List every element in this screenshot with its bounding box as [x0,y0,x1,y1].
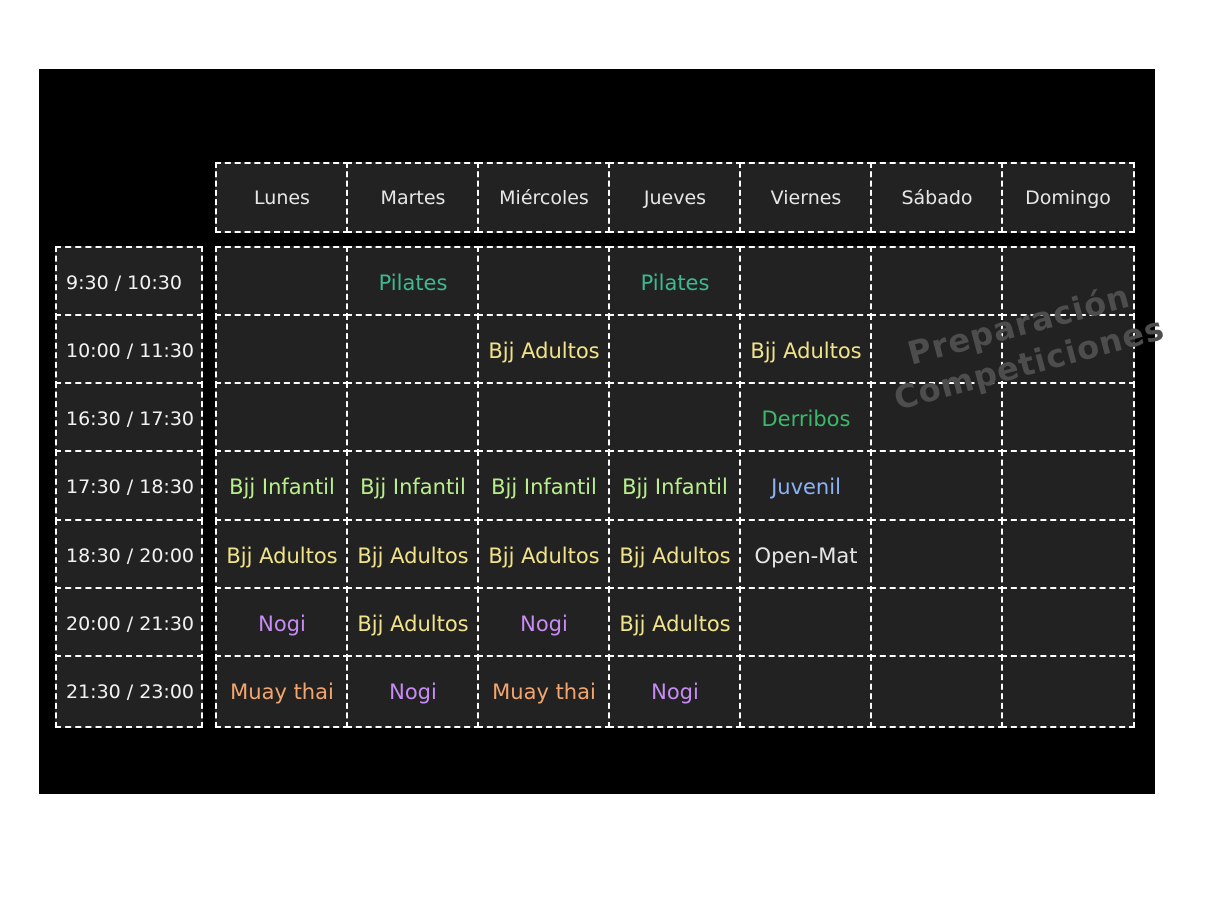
class-cell-0-5 [870,246,1004,319]
class-cell-6-1: Nogi [346,655,480,728]
class-cell-2-6 [1001,382,1135,455]
time-slot-5: 20:00 / 21:30 [55,587,203,660]
class-cell-0-2 [477,246,611,319]
class-cell-0-0 [215,246,349,319]
class-cell-3-0: Bjj Infantil [215,450,349,523]
class-cell-4-4: Open-Mat [739,519,873,592]
class-cell-3-1: Bjj Infantil [346,450,480,523]
day-header-0: Lunes [215,162,349,233]
class-cell-6-0: Muay thai [215,655,349,728]
class-cell-2-1 [346,382,480,455]
class-cell-1-1 [346,314,480,387]
day-header-3: Jueves [608,162,742,233]
class-cell-0-1: Pilates [346,246,480,319]
class-cell-6-2: Muay thai [477,655,611,728]
class-cell-2-2 [477,382,611,455]
class-cell-4-3: Bjj Adultos [608,519,742,592]
class-cell-4-2: Bjj Adultos [477,519,611,592]
class-cell-1-0 [215,314,349,387]
class-cell-5-4 [739,587,873,660]
day-header-4: Viernes [739,162,873,233]
class-cell-4-6 [1001,519,1135,592]
time-slot-0: 9:30 / 10:30 [55,246,203,319]
day-header-5: Sábado [870,162,1004,233]
class-cell-2-4: Derribos [739,382,873,455]
class-cell-4-1: Bjj Adultos [346,519,480,592]
class-cell-6-3: Nogi [608,655,742,728]
class-cell-5-6 [1001,587,1135,660]
class-cell-5-2: Nogi [477,587,611,660]
day-header-2: Miércoles [477,162,611,233]
time-slot-1: 10:00 / 11:30 [55,314,203,387]
class-cell-1-2: Bjj Adultos [477,314,611,387]
time-slot-4: 18:30 / 20:00 [55,519,203,592]
class-cell-0-3: Pilates [608,246,742,319]
class-cell-5-3: Bjj Adultos [608,587,742,660]
class-cell-5-0: Nogi [215,587,349,660]
time-slot-3: 17:30 / 18:30 [55,450,203,523]
class-cell-0-4 [739,246,873,319]
class-cell-4-0: Bjj Adultos [215,519,349,592]
class-cell-2-5 [870,382,1004,455]
time-slot-2: 16:30 / 17:30 [55,382,203,455]
class-cell-1-5 [870,314,1004,387]
class-cell-3-3: Bjj Infantil [608,450,742,523]
class-cell-3-4: Juvenil [739,450,873,523]
class-cell-1-4: Bjj Adultos [739,314,873,387]
day-header-1: Martes [346,162,480,233]
class-cell-1-3 [608,314,742,387]
class-cell-2-0 [215,382,349,455]
class-cell-2-3 [608,382,742,455]
class-cell-3-2: Bjj Infantil [477,450,611,523]
day-header-6: Domingo [1001,162,1135,233]
class-cell-3-5 [870,450,1004,523]
class-cell-6-6 [1001,655,1135,728]
class-cell-1-6 [1001,314,1135,387]
class-cell-6-4 [739,655,873,728]
time-slot-6: 21:30 / 23:00 [55,655,203,728]
class-cell-3-6 [1001,450,1135,523]
class-cell-5-5 [870,587,1004,660]
class-cell-0-6 [1001,246,1135,319]
class-cell-4-5 [870,519,1004,592]
class-cell-6-5 [870,655,1004,728]
class-cell-5-1: Bjj Adultos [346,587,480,660]
